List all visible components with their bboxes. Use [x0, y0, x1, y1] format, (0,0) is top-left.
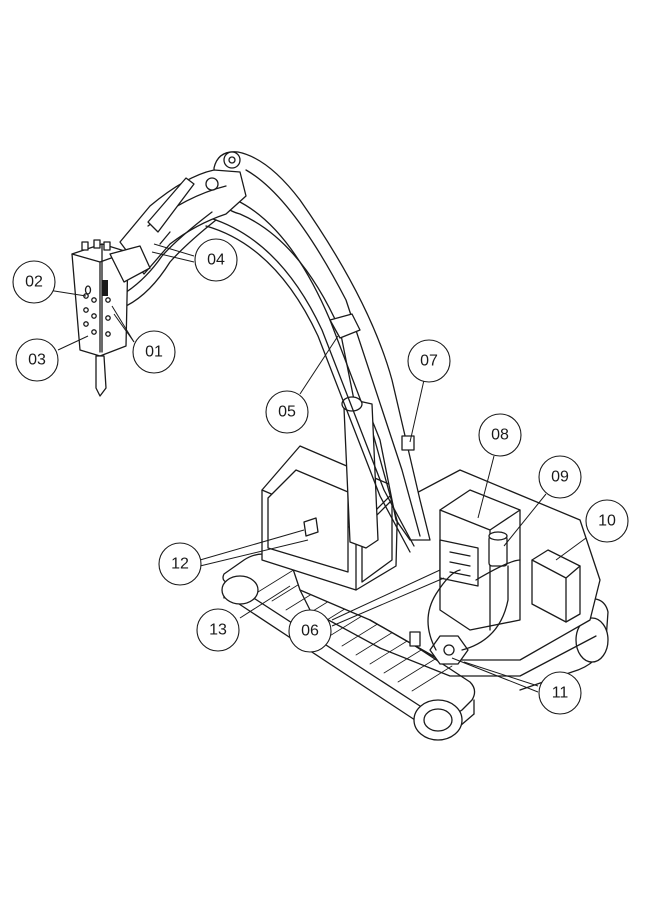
- callout-label: 12: [171, 556, 189, 573]
- callout-10: 10: [585, 499, 629, 543]
- callout-13: 13: [196, 608, 240, 652]
- callout-label: 10: [598, 513, 616, 530]
- callout-03: 03: [15, 338, 59, 382]
- callout-12: 12: [158, 542, 202, 586]
- callout-04: 04: [194, 238, 238, 282]
- callout-label: 13: [209, 622, 227, 639]
- callout-02: 02: [12, 260, 56, 304]
- callout-label: 03: [28, 352, 46, 369]
- callout-label: 05: [278, 404, 296, 421]
- callout-09: 09: [538, 455, 582, 499]
- callout-label: 07: [420, 353, 438, 370]
- callout-label: 01: [145, 344, 163, 361]
- leader-lines: [47, 243, 587, 693]
- callout-11: 11: [538, 671, 582, 715]
- callout-label: 02: [25, 274, 43, 291]
- stick-arm: [119, 169, 247, 307]
- upper-structure: [289, 469, 601, 677]
- callout-label: 08: [491, 427, 509, 444]
- callout-07: 07: [407, 339, 451, 383]
- callout-label: 11: [552, 685, 569, 702]
- callout-label: 09: [551, 469, 569, 486]
- hydraulic-breaker: [71, 239, 151, 397]
- callout-08: 08: [478, 413, 522, 457]
- callout-05: 05: [265, 390, 309, 434]
- callout-01: 01: [132, 330, 176, 374]
- callout-label: 04: [207, 252, 225, 269]
- callout-06: 06: [288, 609, 332, 653]
- callout-label: 06: [301, 623, 319, 640]
